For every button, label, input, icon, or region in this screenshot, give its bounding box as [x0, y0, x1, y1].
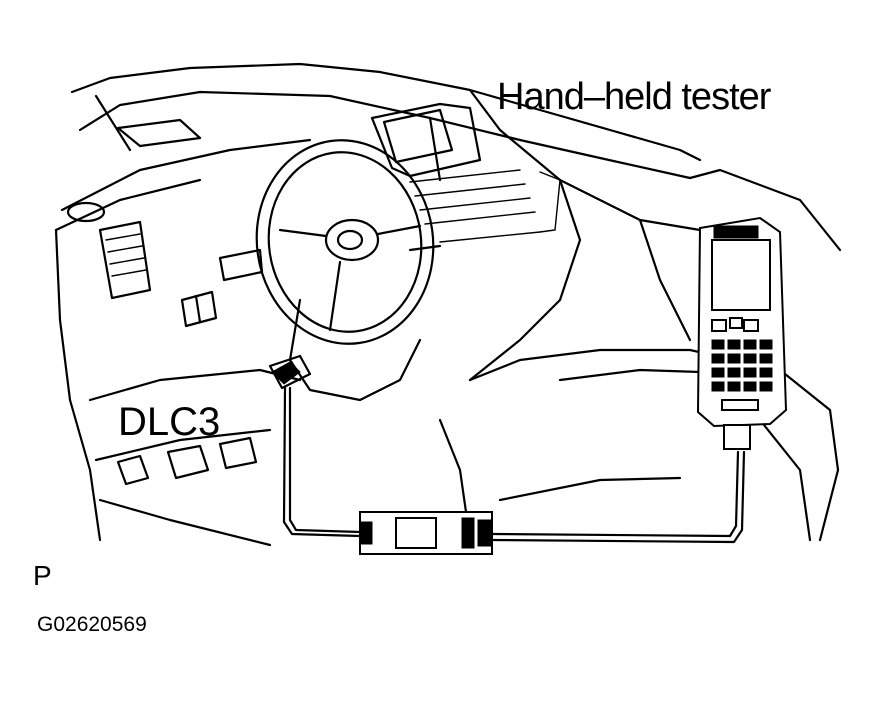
figure-code: G02620569	[37, 613, 147, 636]
steering-wheel	[218, 139, 442, 402]
cable-tester-inner	[490, 450, 746, 544]
interface-adapter	[359, 511, 493, 555]
tester-label: Hand–held tester	[497, 76, 771, 118]
cable-dlc3-to-adapter	[288, 386, 362, 534]
cable-dlc3-inner	[282, 386, 362, 538]
view-mark-label: P	[33, 560, 52, 591]
dashboard	[54, 62, 842, 547]
cable-adapter-to-tester	[490, 450, 740, 538]
tester-keypad	[711, 317, 773, 411]
dlc3-label: DLC3	[118, 400, 221, 444]
hand-held-tester	[696, 216, 788, 450]
dlc3-connector	[268, 354, 312, 390]
